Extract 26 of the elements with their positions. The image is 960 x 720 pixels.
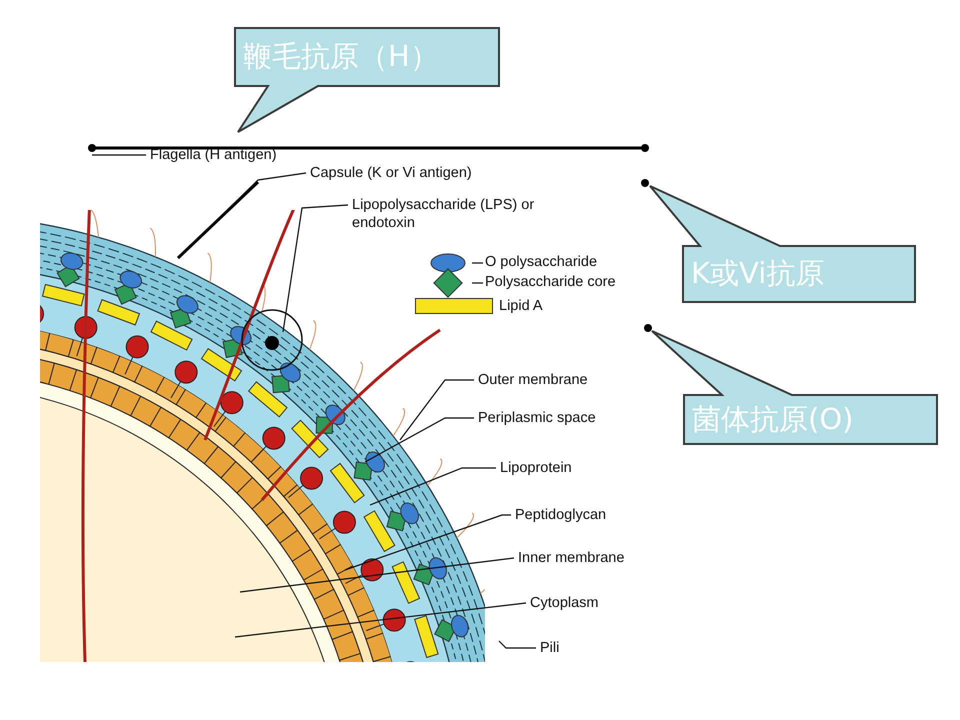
leader-line — [240, 557, 514, 593]
part-label: Flagella (H antigen) — [150, 146, 277, 164]
speech-bubble: K或Vi抗原 — [650, 186, 915, 302]
leader-line — [370, 467, 496, 506]
part-label: Periplasmic space — [478, 409, 596, 427]
leader-line — [498, 640, 536, 649]
part-label: Outer membrane — [478, 371, 588, 389]
part-label: Cytoplasm — [530, 594, 598, 612]
legend-label: Polysaccharide core — [485, 274, 616, 290]
leader-line — [282, 204, 348, 332]
leader-line — [344, 514, 511, 571]
leader-line — [178, 172, 306, 258]
part-label: Lipopolysaccharide (LPS) or endotoxin — [352, 196, 567, 232]
leader-line — [92, 154, 146, 156]
leader-line — [400, 379, 474, 440]
legend-label: Lipid A — [499, 298, 543, 314]
leader-line — [364, 417, 474, 463]
speech-bubble: 鞭毛抗原（H） — [235, 28, 499, 132]
legend-label: O polysaccharide — [485, 254, 598, 270]
leader-line — [234, 602, 526, 638]
speech-bubble: 菌体抗原(O) — [652, 331, 937, 444]
part-label: Lipoprotein — [500, 459, 572, 477]
part-label: Peptidoglycan — [515, 506, 606, 524]
part-label: Inner membrane — [518, 549, 624, 567]
part-label: Pili — [540, 639, 560, 657]
part-label: Capsule (K or Vi antigen) — [310, 164, 472, 182]
